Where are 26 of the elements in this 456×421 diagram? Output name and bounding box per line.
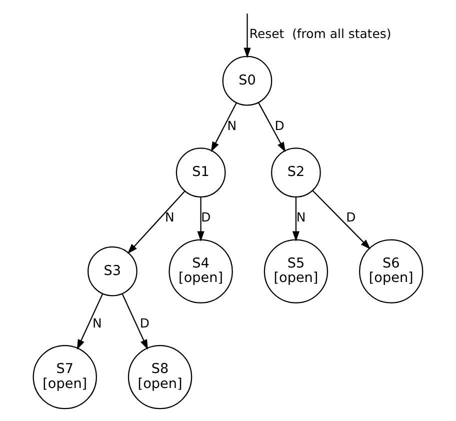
node-circle: S1 [176, 148, 226, 198]
node-circle: S2 [271, 148, 321, 198]
edge-label: Reset (from all states) [249, 26, 392, 42]
arrow [312, 190, 371, 250]
node-circle: S4 [open] [168, 239, 233, 304]
arrow [122, 294, 148, 350]
edge-label: N [164, 210, 174, 225]
arrow [258, 102, 286, 152]
node-circle: S0 [222, 56, 272, 106]
edge-label: D [140, 315, 150, 330]
edge-label: N [296, 210, 306, 225]
arrow [127, 191, 186, 254]
node-circle: S7 [open] [32, 344, 97, 410]
arrow [210, 102, 237, 152]
edge-label: D [346, 210, 356, 225]
arrow [76, 294, 104, 350]
edge-label: D [201, 210, 211, 225]
arrow [197, 197, 204, 242]
edge-label: D [274, 118, 284, 133]
edge-label: N [227, 118, 237, 133]
edge-label: N [92, 315, 102, 330]
arrow [244, 14, 251, 58]
node-circle: S8 [open] [128, 344, 192, 410]
node-circle: S5 [open] [264, 239, 328, 304]
node-circle: S3 [88, 246, 138, 296]
arrow [292, 197, 300, 242]
